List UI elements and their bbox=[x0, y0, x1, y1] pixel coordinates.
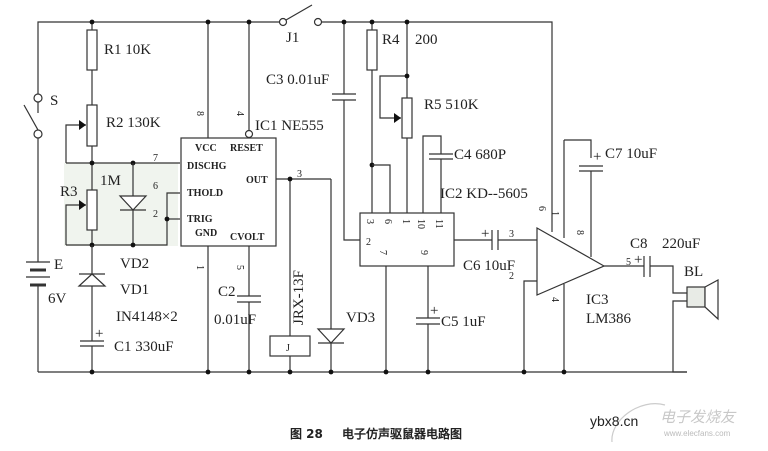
ic1-pin5-num: 5 bbox=[234, 265, 245, 270]
label-c8: C8 bbox=[630, 236, 648, 252]
ic3-pin2-num: 2 bbox=[509, 271, 514, 282]
figure-caption: 电子仿声驱鼠器电路图 bbox=[342, 426, 462, 441]
ic1-pin7-num: 7 bbox=[153, 153, 158, 164]
ic1-pin-vcc: VCC bbox=[195, 143, 217, 154]
ic1-pin2-num: 2 bbox=[153, 209, 158, 220]
label-r3: R3 bbox=[60, 184, 78, 200]
capacitor-c3 bbox=[332, 22, 361, 241]
ic1-pin-reset: RESET bbox=[230, 143, 263, 154]
diode-vd3 bbox=[316, 328, 346, 344]
ic2-pin1-num: 1 bbox=[400, 219, 411, 224]
c7-plus: + bbox=[593, 149, 601, 165]
resistor-r1 bbox=[86, 22, 98, 105]
watermark-url: www.elecfans.com bbox=[663, 429, 731, 438]
ic3-pin3-num: 3 bbox=[509, 229, 514, 240]
label-c6: C6 10uF bbox=[463, 258, 515, 274]
ic3-lm386 bbox=[523, 139, 644, 372]
capacitor-c2 bbox=[237, 295, 261, 372]
battery-e bbox=[26, 261, 50, 372]
watermark: ybx8.cn 电子发烧友 www.elecfans.com bbox=[590, 403, 737, 443]
potentiometer-r5 bbox=[379, 22, 413, 213]
capacitor-c4 bbox=[422, 135, 453, 213]
ic2-pin2-num: 2 bbox=[366, 237, 371, 248]
ground-junctions bbox=[89, 369, 567, 375]
ic1-pin-thold: THOLD bbox=[187, 188, 223, 199]
switch-j1[interactable] bbox=[278, 4, 323, 27]
c5-plus: + bbox=[430, 303, 438, 319]
label-diodes-part: IN4148×2 bbox=[116, 309, 178, 325]
label-r1: R1 10K bbox=[104, 42, 151, 58]
ic1-pin8-num: 8 bbox=[194, 111, 205, 116]
ic1-pin1-num: 1 bbox=[194, 265, 205, 270]
switch-s[interactable] bbox=[23, 93, 43, 262]
c1-plus: + bbox=[95, 326, 103, 342]
ic1-pin-out: OUT bbox=[246, 175, 268, 186]
speaker-bl bbox=[672, 278, 719, 373]
ic2-pin9-num: 9 bbox=[418, 250, 429, 255]
label-c8-value: 220uF bbox=[662, 236, 700, 252]
ic3-pin8-num: 8 bbox=[574, 230, 585, 235]
top-rail bbox=[37, 21, 553, 222]
ic1-pin-dischg: DISCHG bbox=[187, 161, 227, 172]
ic1-pin-cvolt: CVOLT bbox=[230, 232, 265, 243]
label-relay: JRX-13F bbox=[291, 270, 307, 325]
ic1-pin6-num: 6 bbox=[153, 181, 158, 192]
label-c4: C4 680P bbox=[454, 147, 506, 163]
ic3-pin1-num: 1 bbox=[549, 211, 560, 216]
label-ic3: IC3 bbox=[586, 292, 609, 308]
label-c3: C3 0.01uF bbox=[266, 72, 329, 88]
figure-number: 图 28 bbox=[290, 427, 323, 441]
diode-vd2 bbox=[118, 163, 148, 245]
label-c1: C1 330uF bbox=[114, 339, 174, 355]
label-r4-value: 200 bbox=[415, 32, 438, 48]
ic1-pin-trig: TRIG bbox=[187, 214, 213, 225]
label-ic1: IC1 NE555 bbox=[255, 118, 324, 134]
capacitor-c8 bbox=[643, 256, 687, 294]
potentiometer-r2 bbox=[65, 104, 98, 190]
c6-plus: + bbox=[481, 226, 489, 242]
label-bl: BL bbox=[684, 264, 703, 280]
diode-vd1 bbox=[77, 245, 107, 330]
label-vd1: VD1 bbox=[120, 282, 149, 298]
ic3-pin4-num: 4 bbox=[549, 297, 560, 302]
ic1-ne555 bbox=[180, 22, 331, 372]
label-ic3-part: LM386 bbox=[586, 311, 632, 327]
watermark-brand: 电子发烧友 bbox=[660, 408, 737, 426]
relay-coil-label: J bbox=[286, 343, 290, 354]
label-s: S bbox=[50, 93, 58, 109]
label-r5: R5 510K bbox=[424, 97, 479, 113]
ic2-pin6-num: 6 bbox=[382, 219, 393, 224]
label-c2: C2 bbox=[218, 284, 236, 300]
ic2-pin7-num: 7 bbox=[377, 250, 388, 255]
capacitor-c5 bbox=[416, 317, 440, 372]
label-ic2: IC2 KD--5605 bbox=[440, 186, 528, 202]
potentiometer-r3 bbox=[65, 189, 98, 245]
ic2-pin10-num: 10 bbox=[415, 219, 426, 229]
label-r3-value: 1M bbox=[100, 173, 121, 189]
label-r2: R2 130K bbox=[106, 115, 161, 131]
ic1-pin-gnd: GND bbox=[195, 228, 217, 239]
watermark-site: ybx8.cn bbox=[590, 413, 638, 429]
ic1-pin3-num: 3 bbox=[297, 169, 302, 180]
label-vd3: VD3 bbox=[346, 310, 375, 326]
ic2-kd5605 bbox=[359, 212, 492, 372]
label-e: E bbox=[54, 257, 63, 273]
ic1-pin4-num: 4 bbox=[234, 111, 245, 116]
label-c7: C7 10uF bbox=[605, 146, 657, 162]
ic3-pin6-num: 6 bbox=[536, 206, 547, 211]
label-e-value: 6V bbox=[48, 291, 67, 307]
label-r4: R4 bbox=[382, 32, 400, 48]
capacitor-c1 bbox=[80, 330, 104, 372]
label-j1: J1 bbox=[286, 30, 299, 46]
label-c2-value: 0.01uF bbox=[214, 312, 256, 328]
label-c5: C5 1uF bbox=[441, 314, 486, 330]
c8-plus: + bbox=[634, 252, 642, 268]
label-vd2: VD2 bbox=[120, 256, 149, 272]
ic2-pin11-num: 11 bbox=[433, 219, 444, 229]
ic3-pin5-num: 5 bbox=[626, 257, 631, 268]
capacitor-c6 bbox=[491, 230, 537, 250]
ic2-pin3-num: 3 bbox=[364, 219, 375, 224]
resistor-r4 bbox=[366, 22, 378, 213]
